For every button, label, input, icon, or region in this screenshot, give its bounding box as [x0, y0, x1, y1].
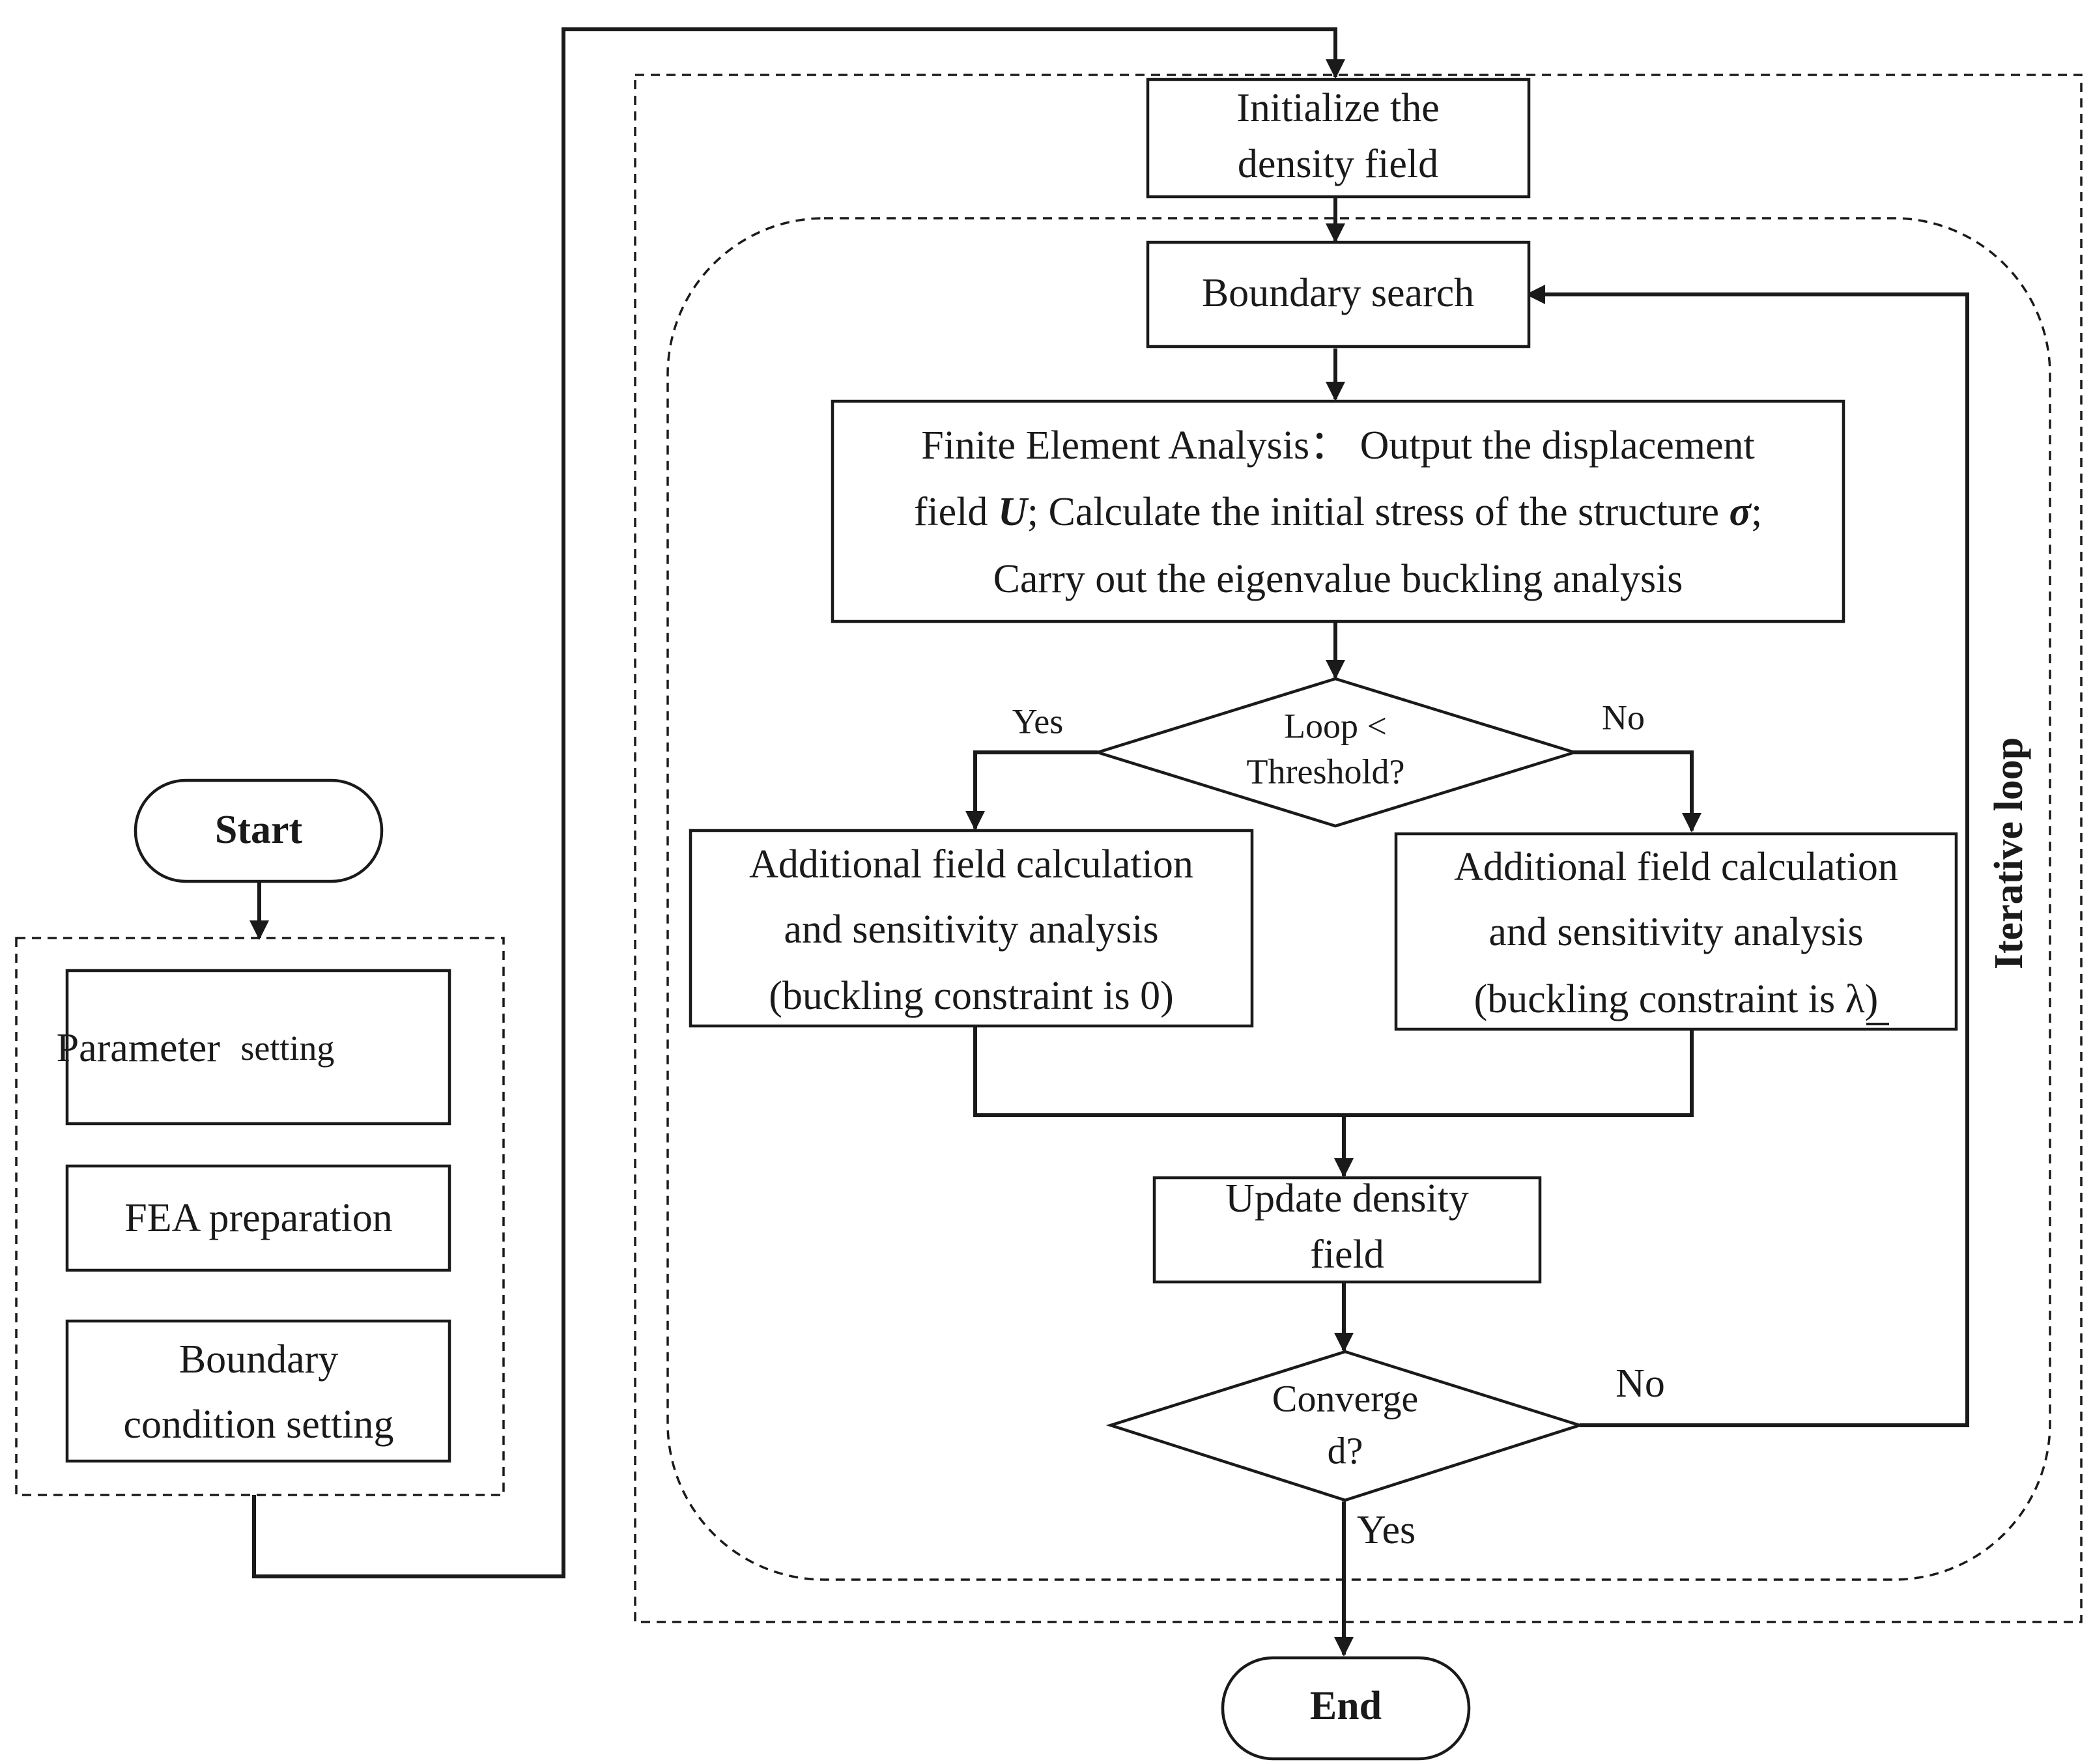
fea-analysis-line-2b: ; Calculate the initial stress of the st… — [1027, 490, 1730, 534]
boundary-search-node: Boundary search — [1146, 240, 1531, 349]
loop-decision-node: Loop < Threshold? — [1092, 677, 1580, 828]
initialize-label-1: Initialize the — [1236, 86, 1440, 130]
parameter-setting-label-2: setting — [240, 1029, 334, 1068]
start-label: Start — [215, 808, 303, 852]
svg-text:Parameter setting: Parameter setting — [57, 1026, 335, 1070]
end-node: End — [1221, 1656, 1471, 1761]
parameter-setting-node: Parameter setting — [57, 969, 451, 1126]
additional-left-line-1: Additional field calculation — [749, 842, 1193, 887]
initialize-label-2: density field — [1238, 142, 1438, 186]
edge-prep-to-initialize — [252, 27, 1345, 1578]
fea-preparation-label: FEA preparation — [124, 1196, 393, 1240]
outer-loop-region — [634, 74, 2083, 1623]
fea-preparation-node: FEA preparation — [65, 1164, 451, 1272]
boundary-condition-node: Boundary condition setting — [65, 1319, 451, 1463]
additional-right-line-2: and sensitivity analysis — [1488, 910, 1863, 954]
iterative-loop-region — [666, 217, 2051, 1581]
edge-left-merge — [973, 1026, 1694, 1117]
additional-right-line-3: (buckling constraint is λ) — [1474, 977, 1879, 1021]
additional-left-node: Additional field calculation and sensiti… — [689, 829, 1254, 1028]
converged-label-2: d? — [1328, 1429, 1363, 1472]
additional-right-node: Additional field calculation and sensiti… — [1394, 832, 1958, 1031]
end-label: End — [1310, 1684, 1382, 1728]
loop-yes-label: Yes — [1012, 702, 1064, 741]
additional-left-line-3: (buckling constraint is 0) — [769, 974, 1174, 1018]
boundary-condition-label-2: condition setting — [123, 1402, 393, 1447]
additional-left-line-2: and sensitivity analysis — [784, 907, 1158, 952]
parameter-setting-label-1: Parameter — [57, 1026, 221, 1070]
svg-text:field U; Calculate the initial: field U; Calculate the initial stress of… — [914, 490, 1762, 534]
fea-analysis-node: Finite Element Analysis： Output the disp… — [831, 399, 1845, 623]
displacement-symbol: U — [998, 490, 1029, 534]
update-density-label-1: Update density — [1225, 1176, 1469, 1221]
fea-analysis-line-2a: field — [914, 490, 998, 534]
converged-label-1: Converge — [1272, 1377, 1418, 1419]
loop-no-label: No — [1602, 698, 1645, 737]
fea-analysis-line-2c: ; — [1751, 490, 1762, 534]
update-density-label-2: field — [1310, 1232, 1384, 1277]
edge-loop-yes-to-left — [965, 750, 1098, 831]
update-density-node: Update density field — [1152, 1176, 1542, 1284]
converged-decision-node: Converge d? — [1105, 1350, 1585, 1502]
edge-converged-no-to-boundary-search — [1526, 285, 1969, 1427]
fea-analysis-line-3: Carry out the eigenvalue buckling analys… — [993, 557, 1683, 601]
additional-right-line-1: Additional field calculation — [1454, 845, 1898, 889]
loop-decision-label-1: Loop < — [1284, 706, 1387, 745]
fea-analysis-line-1: Finite Element Analysis： Output the disp… — [921, 423, 1754, 468]
boundary-condition-label-1: Boundary — [179, 1337, 339, 1382]
initialize-node: Initialize the density field — [1146, 78, 1531, 199]
iterative-loop-label: Iterative loop — [1987, 737, 2031, 969]
converged-no-label: No — [1616, 1361, 1665, 1406]
start-node: Start — [134, 778, 384, 883]
converged-yes-label: Yes — [1357, 1508, 1416, 1552]
edge-loop-no-to-right — [1573, 750, 1701, 832]
loop-decision-label-2: Threshold? — [1247, 752, 1405, 791]
boundary-search-label: Boundary search — [1202, 271, 1474, 315]
stress-symbol: σ — [1730, 490, 1752, 534]
